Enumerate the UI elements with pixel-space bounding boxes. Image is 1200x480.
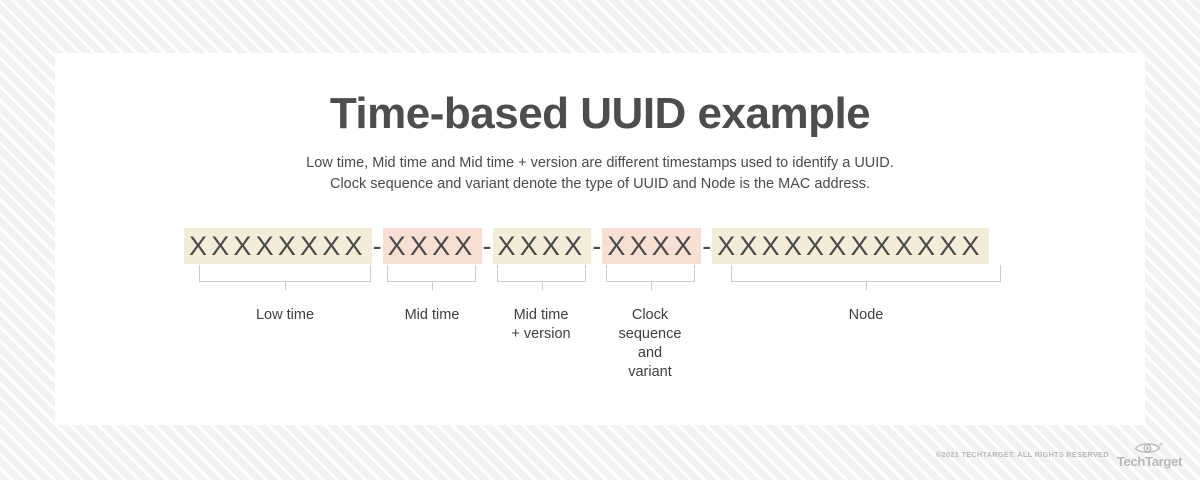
uuid-segment-low-time: XXXXXXXX xyxy=(184,228,372,264)
bracket-low-time xyxy=(199,265,371,290)
segment-label-node: Node xyxy=(848,307,884,323)
uuid-separator: - xyxy=(482,230,492,261)
uuid-segment-chars: XXXX xyxy=(387,230,477,261)
footer: ©2021 TECHTARGET. ALL RIGHTS RESERVED Te… xyxy=(936,441,1182,468)
uuid-segment-chars: XXXXXXXXXXXX xyxy=(717,230,984,261)
subtitle-line-1: Low time, Mid time and Mid time + versio… xyxy=(306,155,894,172)
bracket-stem xyxy=(541,281,543,290)
uuid-segment-mid-time-version: XXXX xyxy=(492,228,592,264)
bracket-node xyxy=(731,265,1001,290)
bracket-stem xyxy=(431,281,433,290)
uuid-segment-clock-sequence-variant: XXXX xyxy=(602,228,702,264)
bracket-clock-sequence-variant xyxy=(606,265,695,290)
eye-icon xyxy=(1135,442,1164,453)
techtarget-logo: TechTarget xyxy=(1117,441,1182,468)
uuid-separator: - xyxy=(592,230,602,261)
uuid-segment-node: XXXXXXXXXXXX xyxy=(712,228,989,264)
page-title: Time-based UUID example xyxy=(329,89,871,138)
uuid-string: XXXXXXXX - XXXX - XXXX - XXXX - XXXXXXXX… xyxy=(184,228,989,264)
techtarget-wordmark: TechTarget xyxy=(1116,454,1182,469)
uuid-segment-chars: XXXX xyxy=(607,230,697,261)
uuid-segment-chars: XXXXXXXX xyxy=(189,230,367,261)
uuid-segment-mid-time: XXXX xyxy=(382,228,482,264)
content-card: Time-based UUID example Low time, Mid ti… xyxy=(55,53,1145,425)
copyright-text: ©2021 TECHTARGET. ALL RIGHTS RESERVED xyxy=(935,450,1109,459)
bracket-stem xyxy=(650,281,652,290)
segment-label-mid-time-version: Mid time+ version xyxy=(511,307,571,342)
segment-label-mid-time: Mid time xyxy=(404,307,460,323)
segment-label-low-time: Low time xyxy=(255,307,315,323)
subtitle: Low time, Mid time and Mid time + versio… xyxy=(55,153,1145,194)
bracket-mid-time xyxy=(387,265,476,290)
uuid-separator: - xyxy=(702,230,712,261)
uuid-separator: - xyxy=(372,230,382,261)
bracket-stem xyxy=(866,281,867,290)
bracket-stem xyxy=(285,281,286,290)
bracket-mid-time-version xyxy=(497,265,586,290)
subtitle-line-2: Clock sequence and variant denote the ty… xyxy=(329,175,871,192)
uuid-segment-chars: XXXX xyxy=(497,230,587,261)
